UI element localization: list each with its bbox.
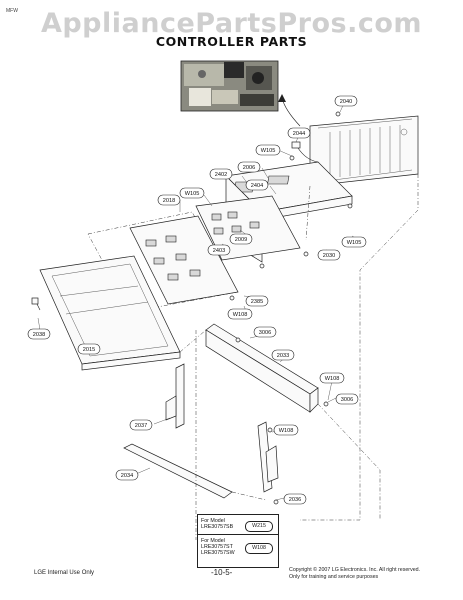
svg-text:2030: 2030 (323, 253, 335, 259)
controller-photo (180, 60, 279, 112)
tag-2038: 2038 (27, 328, 51, 340)
model-1-prefix: For Model (201, 518, 225, 524)
guide-lines (179, 174, 419, 540)
tag-2034: 2034 (115, 469, 139, 481)
svg-text:W108: W108 (279, 428, 294, 434)
tag-2044: 2044 (287, 127, 311, 139)
svg-text:2036: 2036 (289, 497, 301, 503)
tag-w105-a: W105 (255, 144, 281, 156)
tag-2006: 2006 (237, 161, 261, 173)
control-panel-part (39, 255, 181, 371)
svg-text:2404: 2404 (251, 183, 263, 189)
display-board-part (87, 211, 239, 313)
svg-text:2385: 2385 (251, 299, 263, 305)
photo-arrow (281, 97, 301, 127)
tag-3006-a: 3006 (253, 326, 277, 338)
model-2-name: LRE30757ST (201, 544, 233, 550)
model-2-name2: LRE30757SW (201, 550, 235, 556)
svg-text:3006: 3006 (259, 330, 271, 336)
copyright-line: Copyright © 2007 LG Electronics. Inc. Al… (289, 567, 421, 573)
right-bracket-part (257, 421, 279, 493)
tag-w108-c: W108 (273, 424, 299, 436)
tag-2033: 2033 (271, 349, 295, 361)
svg-text:W105: W105 (185, 191, 200, 197)
watermark: AppliancePartsPros.com (40, 8, 423, 39)
svg-text:2402: 2402 (215, 172, 227, 178)
trim-strip-part (123, 443, 233, 499)
svg-text:2015: 2015 (83, 347, 95, 353)
tag-2030: 2030 (317, 249, 341, 261)
svg-text:W108: W108 (233, 312, 248, 318)
tag-2040: 2040 (334, 95, 358, 107)
footer-copyright: Copyright © 2007 LG Electronics. Inc. Al… (289, 567, 449, 580)
tag-w105-c: W105 (341, 236, 367, 248)
svg-text:2006: 2006 (243, 165, 255, 171)
tag-2385: 2385 (245, 295, 269, 307)
svg-text:3006: 3006 (341, 397, 353, 403)
tag-2009: 2009 (229, 233, 253, 245)
page-title: CONTROLLER PARTS (155, 34, 308, 49)
svg-text:2033: 2033 (277, 353, 289, 359)
svg-text:2403: 2403 (213, 248, 225, 254)
svg-text:2044: 2044 (293, 131, 305, 137)
footer-internal-use: LGE Internal Use Only (34, 570, 95, 576)
tag-w108-b: W108 (319, 372, 345, 384)
svg-text:W108: W108 (325, 376, 340, 382)
left-bracket-part (165, 363, 185, 429)
svg-text:W105: W105 (261, 148, 276, 154)
svg-text:2018: 2018 (163, 198, 175, 204)
tag-w105-b: W105 (179, 187, 205, 199)
tag-2037: 2037 (129, 419, 153, 431)
tag-w108-a: W108 (227, 308, 253, 320)
svg-text:W105: W105 (347, 240, 362, 246)
model-2-badge: W108 (245, 543, 273, 554)
svg-text:2037: 2037 (135, 423, 147, 429)
tag-2404: 2404 (245, 179, 269, 191)
svg-text:2040: 2040 (340, 99, 352, 105)
tag-2015: 2015 (77, 343, 101, 355)
model-1-badge: W215 (245, 521, 273, 532)
model-2-prefix: For Model (201, 538, 225, 544)
tag-3006-b: 3006 (335, 393, 359, 405)
svg-text:2038: 2038 (33, 332, 45, 338)
svg-text:2034: 2034 (121, 473, 133, 479)
tag-2403: 2403 (207, 244, 231, 256)
model-note-box: For Model LRE30757SB W215 For Model LRE3… (197, 514, 279, 568)
corner-code: MFW (6, 8, 18, 14)
page-number: -10-5- (211, 568, 233, 577)
model-1-name: LRE30757SB (201, 524, 234, 530)
svg-text:2009: 2009 (235, 237, 247, 243)
tag-2036: 2036 (283, 493, 307, 505)
purpose-line: Only for training and service purposes (289, 573, 379, 580)
tag-2018: 2018 (157, 194, 181, 206)
tag-2402: 2402 (209, 168, 233, 180)
